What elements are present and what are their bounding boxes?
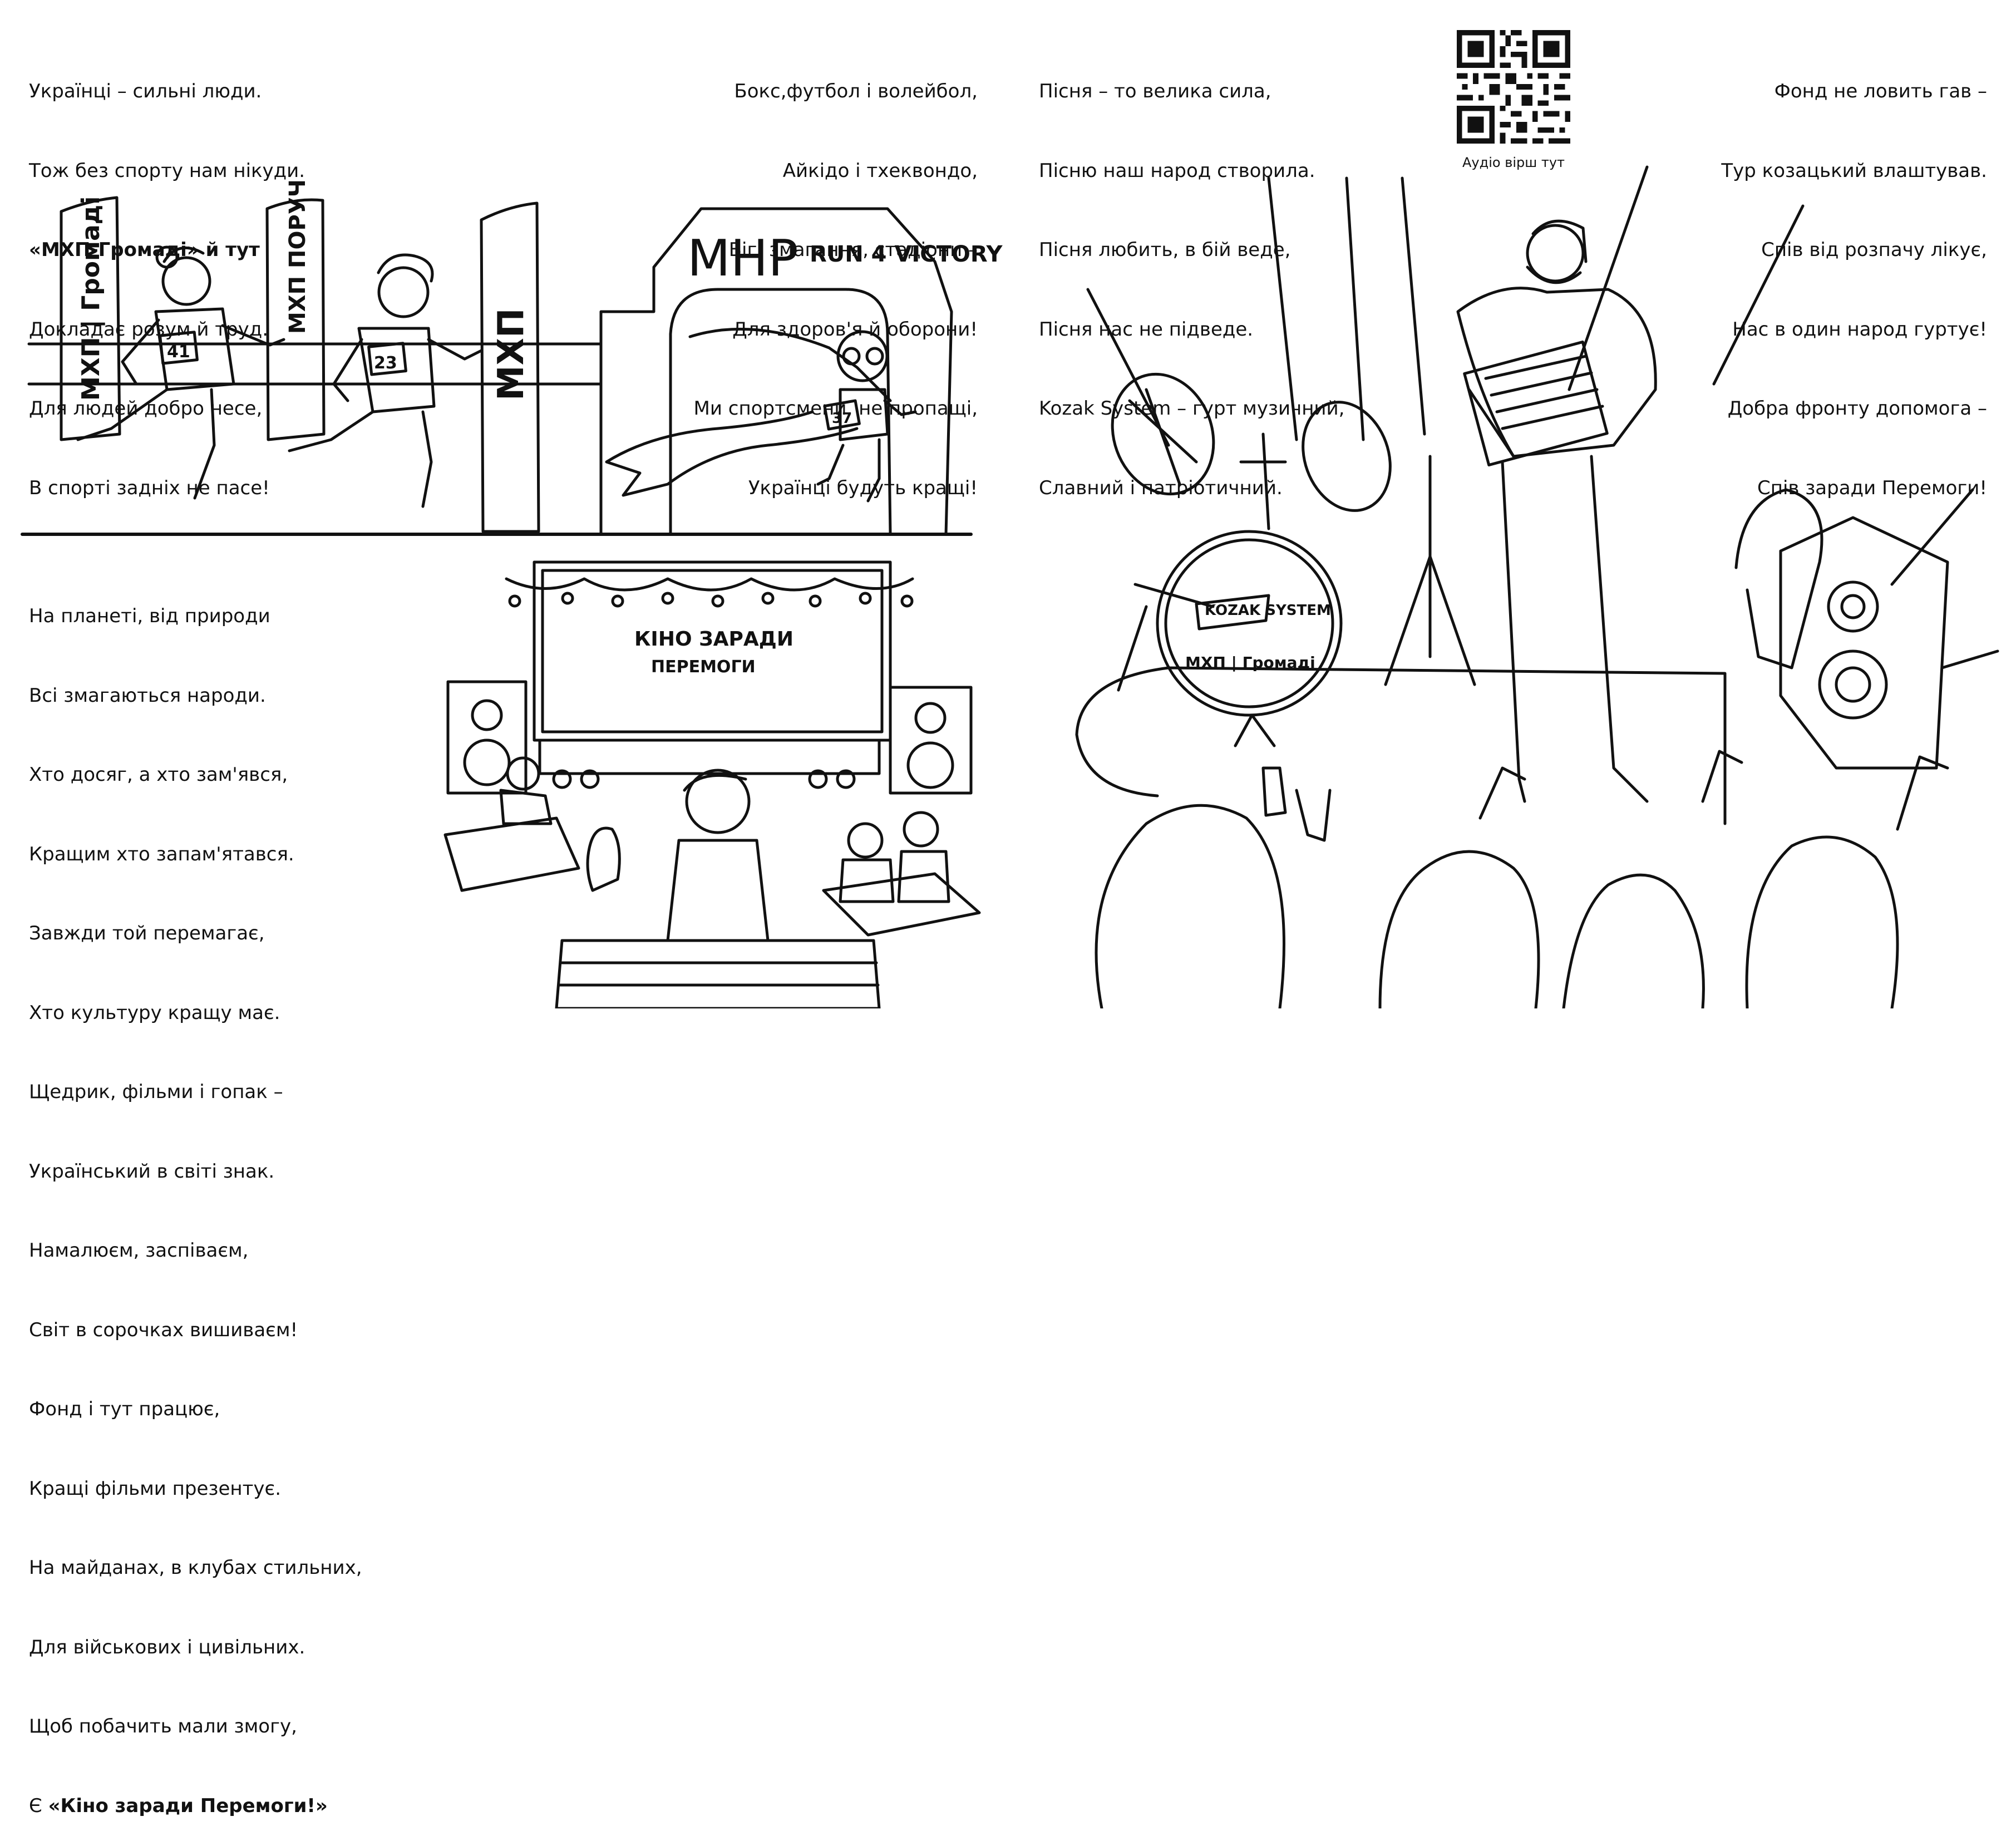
song-poem-right: Фонд не ловить гав – Тур козацький влашт… [1721,26,1987,528]
poem-line: Для людей добро несе, [29,397,263,420]
speaker-left [446,680,528,795]
poem-line: Бокс,футбол і волейбол, [734,80,978,102]
arch-logo: MHP [687,229,798,288]
runner-finisher: 37 [816,330,917,503]
final-bold: «Кіно заради Перемоги!» [48,1794,328,1817]
poem-line: Kozak System – гурт музичний, [1039,397,1345,420]
poem-line: Пісню наш народ створила. [1039,159,1315,182]
poem-line: В спорті задніх не пасе! [29,476,270,499]
flag-mhp-poruch: МХП ПОРУЧ [265,179,326,441]
viewer-boy [666,769,770,942]
drum-logo-top: KOZAK SYSTEM [1205,602,1331,619]
poem-line: Всі змагаються народи. [29,684,266,707]
concert-scene: KOZAK SYSTEM МХП | Громаді [1075,165,1999,1008]
poem-line: Щоб побачить мали змогу, [29,1715,297,1737]
cinema-scene: КІНО ЗАРАДИ ПЕРЕМОГИ [443,560,981,1008]
flag-mhp-gromadi-text: МХП | Громаді [77,196,105,401]
poem-line: На майданах, в клубах стильних, [29,1557,362,1579]
poem-line: Українці будуть кращі! [748,476,978,499]
bass-drum [1156,530,1343,717]
poem-line: Для здоров'я й оборони! [732,318,978,341]
speaker-right [889,686,973,795]
finish-arch: MHP RUN 4 VICTORY [599,207,1003,536]
poem-line: Пісня нас не підведе. [1039,318,1254,341]
qr-caption: Аудіо вірш тут [1462,155,1565,170]
poem-line: Нас в один народ гуртує! [1732,318,1987,341]
flag-mhp: МХП [480,201,540,533]
poem-line: Фонд не ловить гав – [1774,80,1987,102]
qr-code-icon[interactable] [1457,30,1570,144]
viewer-couple [839,811,950,903]
drum-tom-right [1302,401,1392,512]
drum-tom-left [1111,372,1215,496]
poem-line: Докладає розум й труд. [29,318,269,341]
poem-line: Світ в сорочках вишиваєм! [29,1318,298,1341]
flag-mhp-gromadi: МХП | Громаді [60,196,121,441]
crowd [1095,750,1949,1008]
poem-line-final: Є «Кіно заради Перемоги!» [29,1793,362,1820]
cinema-poem: На планеті, від природи Всі змагаються н… [29,550,362,1846]
poem-line: «МХП-Громаді» й тут [29,239,260,261]
poem-line: Спів від розпачу лікує, [1761,239,1987,261]
phone [1261,766,1287,817]
sport-poem-right: Бокс,футбол і волейбол, Айкідо і тхеквон… [694,26,978,528]
screen-title-1: КІНО ЗАРАДИ [634,628,793,651]
accordion-player [1456,219,1657,803]
poem-line: Пісня любить, в бій веде, [1039,239,1291,261]
poem-line: Тур козацький влаштував. [1721,159,1987,182]
final-prefix: Є [29,1794,48,1817]
poem-line: Для військових і цивільних. [29,1636,305,1658]
poem-line: Добра фронту допомога – [1727,397,1987,420]
bib-23: 23 [374,353,397,373]
song-poem-left: Пісня – то велика сила, Пісню наш народ … [1039,26,1344,528]
poem-line: Український в світі знак. [29,1160,275,1183]
accordion [1463,340,1609,467]
coloring-artwork: МХП | Громаді МХП ПОРУЧ МХП 41 [21,165,1999,1008]
poem-line: Намалюєм, заспіваєм, [29,1239,249,1262]
poem-line: Спів заради Перемоги! [1757,476,1987,499]
poem-line: Хто досяг, а хто зам'явся, [29,764,288,786]
viewer-girl-cat [499,756,621,892]
poem-line: Завжди той перемагає, [29,922,265,944]
tuba [1734,488,1823,670]
poem-line: Фонд і тут працює, [29,1398,220,1420]
poem-line: Кращі фільми презентує. [29,1477,282,1500]
poem-line: Ми спортсмени, не пропащі, [693,397,978,420]
flag-mhp-poruch-text: МХП ПОРУЧ [285,179,310,334]
runner-girl: 41 [76,245,285,500]
poem-line: Славний і патріотичний. [1039,476,1283,499]
runner-boy: 23 [288,253,483,508]
poem-line: Тож без спорту нам нікуди. [29,159,305,182]
flag-mhp-text: МХП [491,308,532,401]
stage-speaker [1779,516,1949,770]
poem-line: Айкідо і тхеквондо, [782,159,978,182]
poem-line: Кращим хто запам'ятався. [29,843,294,865]
arch-tag: RUN 4 VICTORY [810,242,1003,267]
sport-poem-left: Українці – сильні люди. Тож без спорту н… [29,26,305,528]
poem-line: Українці – сильні люди. [29,80,262,102]
poem-line: На планеті, від природи [29,605,270,627]
poem-line: Пісня – то велика сила, [1039,80,1271,102]
poem-line: Хто культуру кращу має. [29,1001,280,1024]
bib-37: 37 [832,410,852,427]
cat [586,826,621,892]
bib-41: 41 [167,342,190,362]
poem-line: Біг, змагання, стадіони – [728,239,978,261]
poem-line: Щедрик, фільми і гопак – [29,1081,283,1103]
screen-title-2: ПЕРЕМОГИ [651,657,756,677]
drum-logo-bottom: МХП | Громаді [1185,653,1315,672]
sport-scene: МХП | Громаді МХП ПОРУЧ МХП 41 [21,179,1003,536]
